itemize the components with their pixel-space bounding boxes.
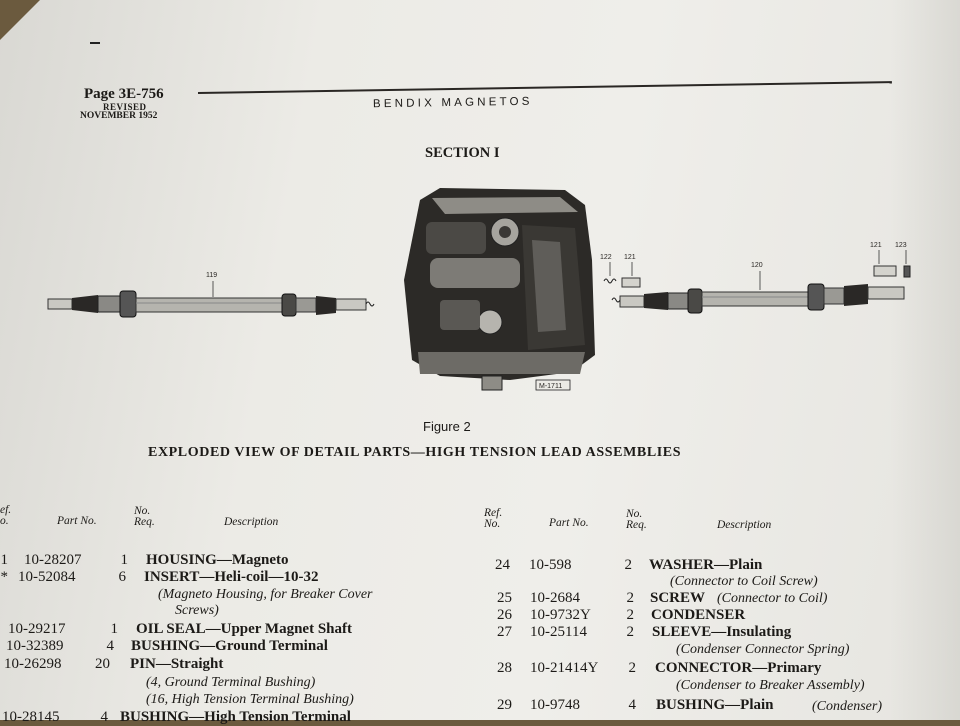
figure-stamp: M-1711 [539,383,562,390]
figure-caption: Figure 2 [423,419,471,434]
margin-mark [90,42,100,44]
callout-122: 122 [600,254,612,261]
col-partno-right: Part No. [549,517,589,529]
lead-assembly-119: 119 [47,272,375,318]
part-note: Screws) [175,603,219,618]
page-shadow [890,0,960,720]
part-note: (16, High Tension Terminal Bushing) [146,692,354,707]
callout-119: 119 [206,272,217,279]
magneto-illustration: M-1711 [404,188,595,391]
small-parts-122-121: 122 121 [600,254,641,288]
exploded-view-figure: 119 M-1711 122 121 [47,188,911,391]
col-ref-right: Ref.No. [484,507,503,530]
callout-121-right: 121 [870,242,882,249]
col-qty-right: No.Req. [626,508,647,531]
col-ref-left: ef.o. [0,504,12,527]
small-parts-121-123: 121 123 [870,242,911,278]
col-qty-left: No.Req. [134,505,155,528]
part-note: (Connector to Coil Screw) [670,574,818,589]
callout-121-left: 121 [624,254,636,261]
callout-120: 120 [751,262,763,269]
col-partno-left: Part No. [57,515,97,527]
part-note: (Connector to Coil) [717,591,828,606]
revised-label: REVISED [103,102,147,112]
col-desc-left: Description [224,516,279,528]
section-title: SECTION I [425,145,500,161]
part-note: (Condenser) [812,699,882,714]
callout-123: 123 [895,242,907,249]
page-number: Page 3E-756 [84,86,164,102]
part-note: (Condenser Connector Spring) [676,642,850,657]
part-note: (4, Ground Terminal Bushing) [146,675,316,690]
part-note: (Magneto Housing, for Breaker Cover [158,587,373,602]
part-note: (Condenser to Breaker Assembly) [676,678,865,693]
lead-assembly-120: 120 [611,262,905,314]
revised-date: NOVEMBER 1952 [80,111,158,121]
figure-title: EXPLODED VIEW OF DETAIL PARTS—HIGH TENSI… [148,445,682,460]
col-desc-right: Description [717,519,772,531]
